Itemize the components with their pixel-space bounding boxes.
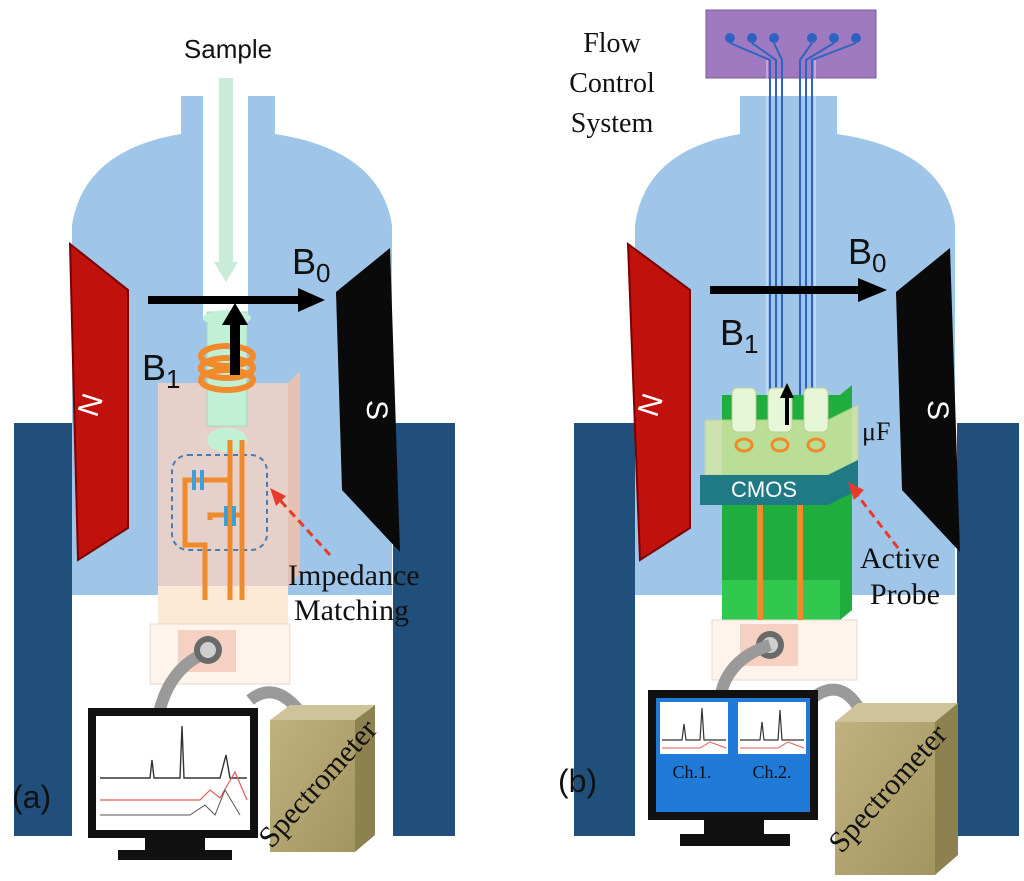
spectrometer-box-b: Spectrometer [822, 703, 958, 875]
sample-flow-arrowhead [214, 262, 238, 282]
active-probe-pointer-head [848, 482, 864, 500]
sample-label: Sample [184, 34, 272, 64]
b0-arrowhead-b [858, 278, 887, 302]
panel-b-label: (b) [558, 763, 597, 799]
b1-label-a-sub: 1 [166, 364, 180, 394]
microfluidic-chambers [731, 387, 829, 453]
b0-label-b-sub: 0 [872, 248, 886, 278]
magnet-south-b [896, 248, 960, 552]
magnet-north-b [626, 241, 691, 562]
bnc-connector [194, 636, 222, 664]
b0-arrowhead [298, 288, 325, 312]
b1-arrowhead-b [780, 383, 794, 398]
flow-tubes-outline [766, 60, 816, 395]
pcb-lower [722, 580, 840, 620]
b1-arrowhead [222, 303, 248, 325]
probe-side [288, 371, 300, 586]
panel-a: N S [12, 34, 455, 860]
south-label: S [360, 400, 393, 420]
flow-tubes [729, 42, 857, 395]
flow-label-line1: Flow [583, 28, 641, 59]
cryostat-right-leg [393, 423, 455, 836]
impedance-label-line1: Impedance [288, 559, 420, 592]
channel-1-label: Ch.1. [672, 762, 711, 782]
south-label-b: S [921, 400, 954, 420]
active-label-line1: Active [860, 542, 940, 575]
flow-label-line2: Control [569, 68, 655, 99]
impedance-circuit [171, 440, 268, 600]
cryostat-left-leg [14, 423, 76, 836]
spectrometer-box-a: Spectrometer [252, 705, 384, 854]
magnet-north [68, 241, 129, 562]
b1-label-b: B1 [720, 312, 758, 359]
cryostat-left-leg-b [574, 423, 636, 836]
b0-label-b: B0 [848, 231, 886, 278]
active-probe-pointer [853, 491, 900, 549]
flow-label-line3: System [571, 108, 654, 139]
b0-label-a: B0 [292, 241, 330, 288]
cmos-chip [700, 460, 858, 505]
b1-label-a: B1 [142, 347, 180, 394]
channel-2-label: Ch.2. [752, 762, 791, 782]
cryostat-right-leg-b [957, 423, 1019, 836]
impedance-dashed-box [171, 454, 268, 551]
impedance-label-line2: Matching [294, 594, 409, 627]
b0-label-a-main: B [292, 241, 316, 282]
b1-label-b-main: B [720, 312, 744, 353]
flow-ports [725, 33, 861, 43]
rf-coil [198, 343, 256, 393]
b1-label-b-sub: 1 [744, 329, 758, 359]
magnet-south [336, 248, 400, 552]
b1-label-a-main: B [142, 347, 166, 388]
b0-label-b-main: B [848, 231, 872, 272]
active-label-line2: Probe [870, 578, 940, 611]
monitor-b: Ch.1. Ch.2. [648, 690, 818, 846]
microfluidic-label: μF [862, 417, 890, 446]
b0-label-a-sub: 0 [316, 258, 330, 288]
sample-holder-bottom [207, 428, 247, 452]
probe-base [158, 586, 288, 624]
panel-b: N S [558, 9, 1019, 875]
panel-a-label: (a) [12, 779, 51, 815]
monitor-a [88, 708, 258, 860]
impedance-pointer-head [270, 488, 286, 506]
cmos-label: CMOS [731, 477, 797, 502]
